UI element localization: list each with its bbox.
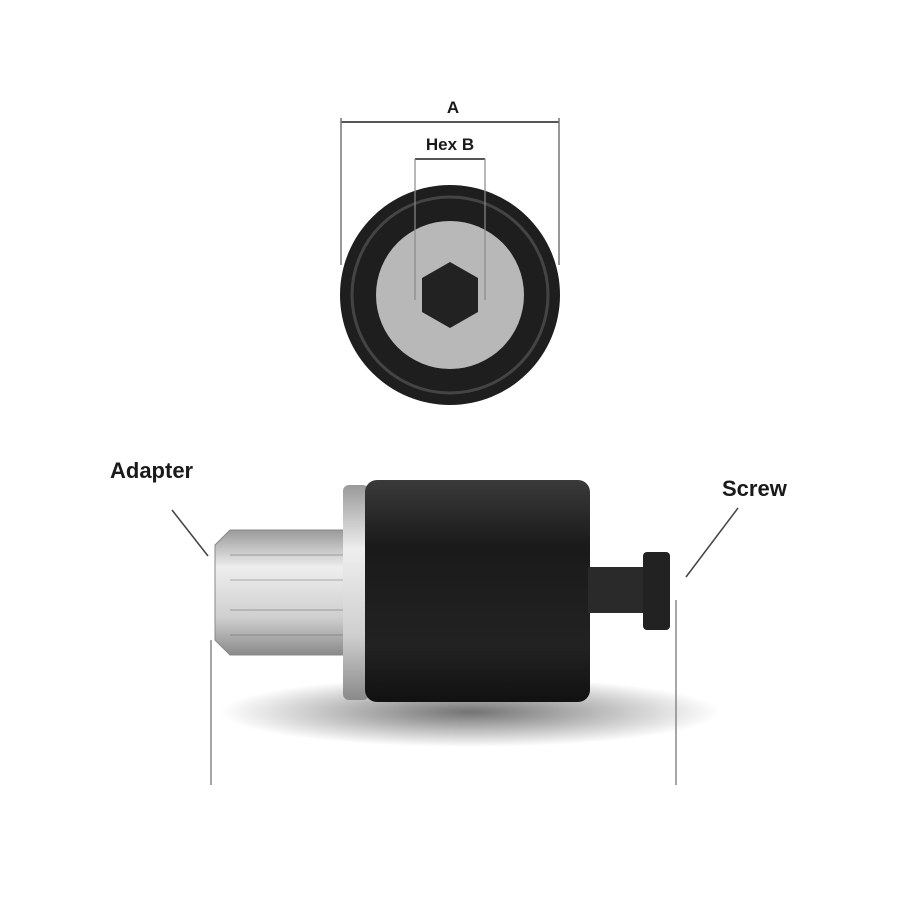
screw-shaft bbox=[588, 567, 648, 613]
screw-leader bbox=[685, 507, 739, 578]
end-view: A Hex B bbox=[340, 98, 560, 405]
hex-socket bbox=[422, 262, 478, 328]
body bbox=[365, 480, 590, 702]
adapter-leader bbox=[171, 509, 209, 557]
dimension-hex-b-label: Hex B bbox=[426, 135, 474, 154]
flange bbox=[343, 485, 369, 700]
adapter-label: Adapter bbox=[110, 458, 194, 483]
side-view: Adapter Screw bbox=[110, 458, 788, 785]
screw-label: Screw bbox=[722, 476, 788, 501]
adapter-part bbox=[214, 529, 346, 656]
screw-head bbox=[643, 552, 670, 630]
dimension-a-label: A bbox=[447, 98, 459, 117]
